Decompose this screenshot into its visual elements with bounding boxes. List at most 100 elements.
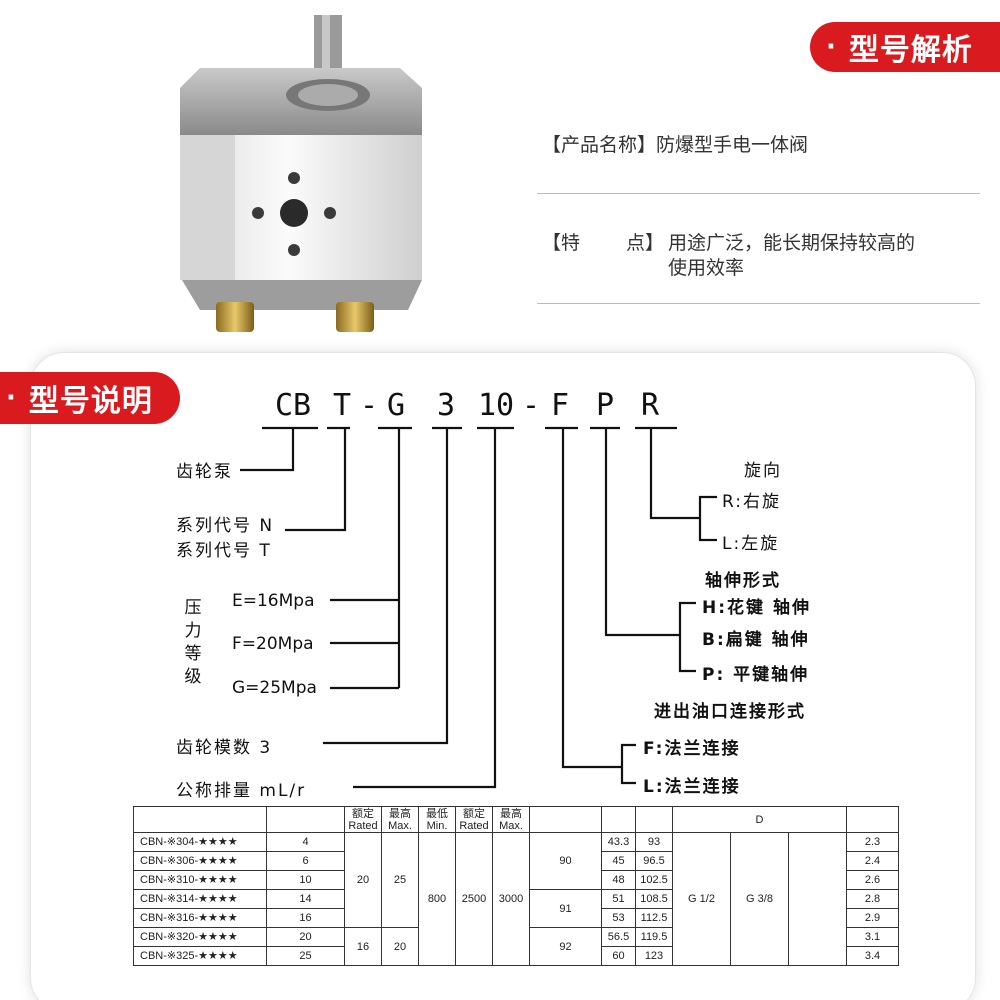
product-name-label: 【产品名称】: [542, 134, 657, 156]
dim-cell: 96.5: [635, 851, 673, 871]
label-port-title: 进出油口连接形式: [654, 702, 806, 722]
header-cell: [529, 806, 602, 833]
product-name-value: 防爆型手电一体阀: [656, 134, 809, 156]
dim-cell: 108.5: [635, 889, 673, 909]
displacement-cell: 14: [266, 889, 345, 909]
dim-cell: 2.4: [846, 851, 899, 871]
label-displacement: 公称排量 mL/r: [176, 781, 307, 801]
model-cell: CBN-※325-★★★★: [133, 946, 267, 966]
label-shaft-p: P: 平键轴伸: [702, 665, 810, 685]
dim-cell: 43.3: [601, 832, 636, 852]
label-series-t: 系列代号 T: [176, 541, 272, 561]
table-row: CBN-※316-★★★★ 16 53 112.5 2.9: [133, 908, 899, 928]
bullet-icon: ·: [6, 383, 17, 413]
header-d: D: [672, 806, 847, 833]
dim-cell: 3.4: [846, 946, 899, 966]
label-shaft-title: 轴伸形式: [705, 571, 781, 591]
group-cell: 92: [529, 927, 602, 966]
label-rotation-r: R:右旋: [722, 492, 782, 512]
min-speed-cell: 800: [418, 832, 456, 966]
label-pressure-f: F=20Mpa: [232, 634, 314, 654]
blank-cell: [788, 832, 847, 966]
label-gear-pump: 齿轮泵: [176, 462, 233, 482]
dim-cell: 45: [601, 851, 636, 871]
model-cell: CBN-※304-★★★★: [133, 832, 267, 852]
code-p: P: [596, 388, 615, 423]
feature-value-line2: 使用效率: [668, 257, 745, 279]
code-10: 10: [478, 388, 515, 423]
feature-label-b: 点】: [626, 232, 665, 254]
dim-cell: 119.5: [635, 927, 673, 947]
model-description-label: 型号说明: [28, 384, 153, 419]
header-cell: [846, 806, 899, 833]
dim-cell: 48: [601, 870, 636, 890]
header-cell: [133, 806, 267, 833]
dim-cell: 51: [601, 889, 636, 909]
dim-cell: 112.5: [635, 908, 673, 928]
rated-speed-cell: 2500: [455, 832, 493, 966]
table-row: CBN-※320-★★★★ 20 16 20 92 56.5 119.5 3.1: [133, 927, 899, 966]
label-series-n: 系列代号 N: [176, 516, 275, 536]
gear-pump-image: [180, 15, 422, 332]
header-cell: [266, 806, 345, 833]
dim-cell: 56.5: [601, 927, 636, 947]
model-analysis-tag: · 型号解析: [810, 22, 1000, 72]
label-port-l: L:法兰连接: [643, 777, 741, 797]
displacement-cell: 20: [266, 927, 345, 947]
displacement-cell: 25: [266, 946, 345, 966]
code-t: T: [333, 388, 352, 423]
code-f: F: [551, 388, 570, 423]
table-row: CBN-※310-★★★★ 10 48 102.5 2.6: [133, 870, 899, 890]
label-pressure-grade: 压力等级: [184, 598, 202, 687]
port-size-cell: G 1/2: [672, 832, 731, 966]
model-cell: CBN-※306-★★★★: [133, 851, 267, 871]
max-pressure-cell: 25: [381, 832, 419, 928]
group-cell: 91: [529, 889, 602, 928]
code-cb: CB: [275, 388, 312, 423]
label-shaft-h: H:花键 轴伸: [702, 598, 811, 618]
label-shaft-b: B:扁键 轴伸: [702, 630, 810, 650]
dim-cell: 2.8: [846, 889, 899, 909]
table-row: CBN-※304-★★★★ 4 20 25 800 2500 3000 90 4…: [133, 832, 899, 966]
table-row: CBN-※325-★★★★ 25 60 123 3.4: [133, 946, 899, 966]
model-description-tag: · 型号说明: [0, 372, 180, 424]
dim-cell: 2.3: [846, 832, 899, 852]
dim-cell: 2.6: [846, 870, 899, 890]
displacement-cell: 16: [266, 908, 345, 928]
label-pressure-e: E=16Mpa: [232, 591, 315, 611]
code-3: 3: [437, 388, 456, 423]
header-cell: [635, 806, 673, 833]
model-cell: CBN-※310-★★★★: [133, 870, 267, 890]
model-cell: CBN-※316-★★★★: [133, 908, 267, 928]
max-pressure-cell: 20: [381, 927, 419, 966]
feature-value-line1: 用途广泛，能长期保持较高的: [668, 232, 916, 254]
rated-pressure-cell: 20: [344, 832, 382, 928]
code-g: G: [387, 388, 406, 423]
divider: [537, 193, 980, 194]
bullet-icon: ·: [826, 32, 837, 62]
label-rotation-title: 旋向: [744, 461, 782, 481]
model-cell: CBN-※314-★★★★: [133, 889, 267, 909]
dim-cell: 102.5: [635, 870, 673, 890]
max-speed-cell: 3000: [492, 832, 530, 966]
model-cell: CBN-※320-★★★★: [133, 927, 267, 947]
displacement-cell: 4: [266, 832, 345, 852]
displacement-cell: 10: [266, 870, 345, 890]
feature-label-a: 【特: [542, 232, 581, 254]
displacement-cell: 6: [266, 851, 345, 871]
dim-cell: 93: [635, 832, 673, 852]
rated-pressure-cell: 16: [344, 927, 382, 966]
product-name-row: 【产品名称】防爆型手电一体阀: [542, 130, 808, 157]
label-rotation-l: L:左旋: [722, 534, 780, 554]
code-dash: -: [522, 388, 541, 423]
port-size-cell: G 3/8: [730, 832, 789, 966]
label-pressure-g: G=25Mpa: [232, 678, 317, 698]
label-port-f: F:法兰连接: [643, 739, 741, 759]
